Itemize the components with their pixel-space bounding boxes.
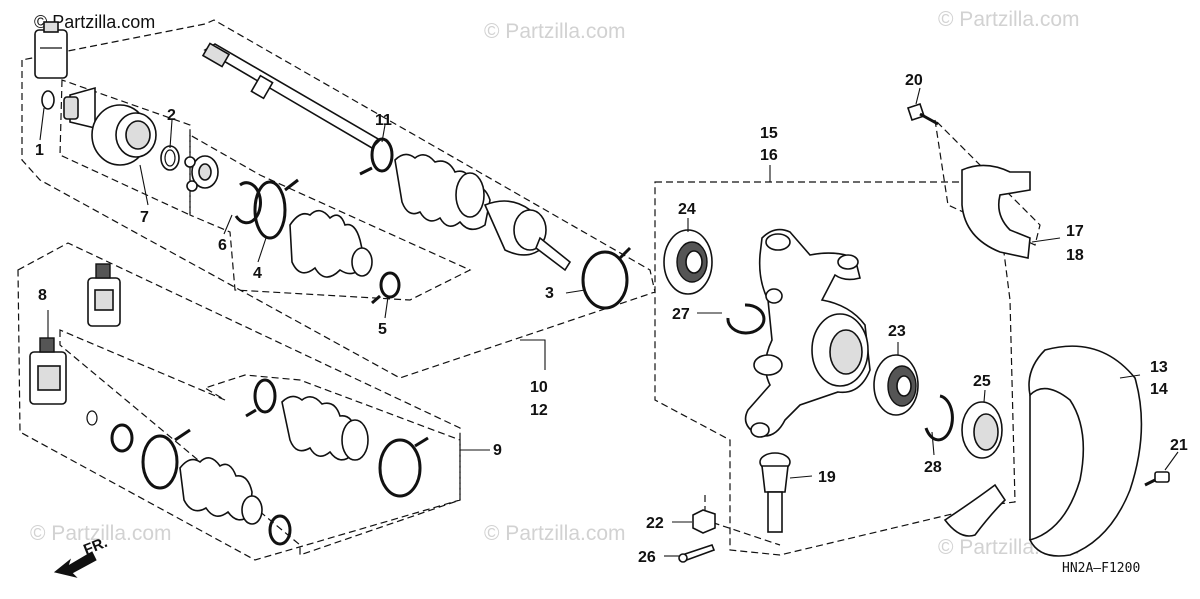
callout-11: 11 bbox=[375, 112, 392, 129]
outer-boot bbox=[394, 153, 491, 231]
callout-4: 4 bbox=[253, 265, 262, 282]
callout-16: 16 bbox=[760, 147, 778, 164]
callout-3: 3 bbox=[545, 285, 554, 302]
brake-guard-part-17-18 bbox=[961, 164, 1031, 259]
oil-seal-part-25 bbox=[961, 401, 1003, 459]
callout-17: 17 bbox=[1066, 223, 1084, 240]
ball-joint-part-19 bbox=[759, 452, 791, 533]
driveshaft-axle bbox=[201, 42, 382, 150]
bearing-part-24 bbox=[663, 229, 713, 295]
callout-12: 12 bbox=[530, 402, 548, 419]
disc-guard-part-13-14 bbox=[943, 345, 1143, 557]
callout-2: 2 bbox=[167, 107, 176, 124]
boot-band-part-3 bbox=[581, 246, 632, 310]
callout-9: 9 bbox=[493, 442, 502, 459]
callout-28: 28 bbox=[924, 459, 942, 476]
steering-knuckle-part-15-16 bbox=[744, 228, 871, 438]
callout-23: 23 bbox=[888, 323, 906, 340]
brake-guard-outline bbox=[934, 118, 1041, 246]
callout-14: 14 bbox=[1150, 381, 1168, 398]
bearing-part-23 bbox=[873, 354, 919, 416]
boot-kit-parts-9 bbox=[86, 378, 429, 546]
bolt-part-21 bbox=[1144, 471, 1170, 487]
inner-boot bbox=[289, 209, 373, 278]
callout-19: 19 bbox=[818, 469, 836, 486]
callout-21: 21 bbox=[1170, 437, 1188, 454]
callout-18: 18 bbox=[1066, 247, 1084, 264]
callout-7: 7 bbox=[140, 209, 149, 226]
front-direction-label: FR. bbox=[81, 534, 110, 559]
callout-26: 26 bbox=[638, 549, 656, 566]
callout-24: 24 bbox=[678, 201, 696, 218]
watermark-bottom-center: © Partzilla.com bbox=[484, 522, 626, 545]
inner-joint-subgroup-outline bbox=[59, 79, 191, 216]
spider-assembly bbox=[184, 155, 219, 192]
circlip-part-28 bbox=[924, 394, 954, 442]
callout-10: 10 bbox=[530, 379, 548, 396]
watermark-top-right: © Partzilla.com bbox=[938, 8, 1080, 31]
watermark-bottom-left: © Partzilla.com bbox=[30, 522, 172, 545]
callout-13: 13 bbox=[1150, 359, 1168, 376]
partzilla-brand-watermark: © Partzilla.com bbox=[34, 12, 156, 32]
inner-cv-joint-part-7 bbox=[63, 86, 157, 166]
boot-kit-inner-outline bbox=[59, 329, 461, 556]
boot-subgroup-outline bbox=[189, 133, 472, 301]
callout-5: 5 bbox=[378, 321, 387, 338]
castle-nut-part-22 bbox=[692, 509, 716, 534]
callout-27: 27 bbox=[672, 306, 690, 323]
callout-20: 20 bbox=[905, 72, 923, 89]
bolt-part-20 bbox=[906, 102, 939, 126]
callout-22: 22 bbox=[646, 515, 664, 532]
snap-ring-part-6 bbox=[234, 181, 262, 225]
cotter-pin-part-26 bbox=[678, 544, 716, 563]
callout-15: 15 bbox=[760, 125, 778, 142]
callout-6: 6 bbox=[218, 237, 227, 254]
watermark-top-center: © Partzilla.com bbox=[484, 20, 626, 43]
circlip-part-2 bbox=[160, 145, 180, 171]
diagram-code: HN2A—F1200 bbox=[1062, 561, 1141, 576]
front-direction-arrow-icon: FR. bbox=[53, 534, 110, 578]
callout-labels: 1 2 3 4 5 6 7 8 9 10 11 12 13 14 15 16 1… bbox=[35, 72, 1188, 566]
outer-cv-joint bbox=[483, 200, 572, 272]
circlip-part-27 bbox=[726, 303, 766, 335]
grease-bottle-part-8 bbox=[29, 263, 121, 405]
callout-8: 8 bbox=[38, 287, 47, 304]
boot-band-part-4 bbox=[253, 178, 299, 240]
grease-tube-part-1 bbox=[34, 21, 68, 110]
leader-lines bbox=[39, 87, 1179, 557]
callout-1: 1 bbox=[35, 142, 44, 159]
callout-25: 25 bbox=[973, 373, 991, 390]
small-band-part-5 bbox=[371, 271, 401, 305]
